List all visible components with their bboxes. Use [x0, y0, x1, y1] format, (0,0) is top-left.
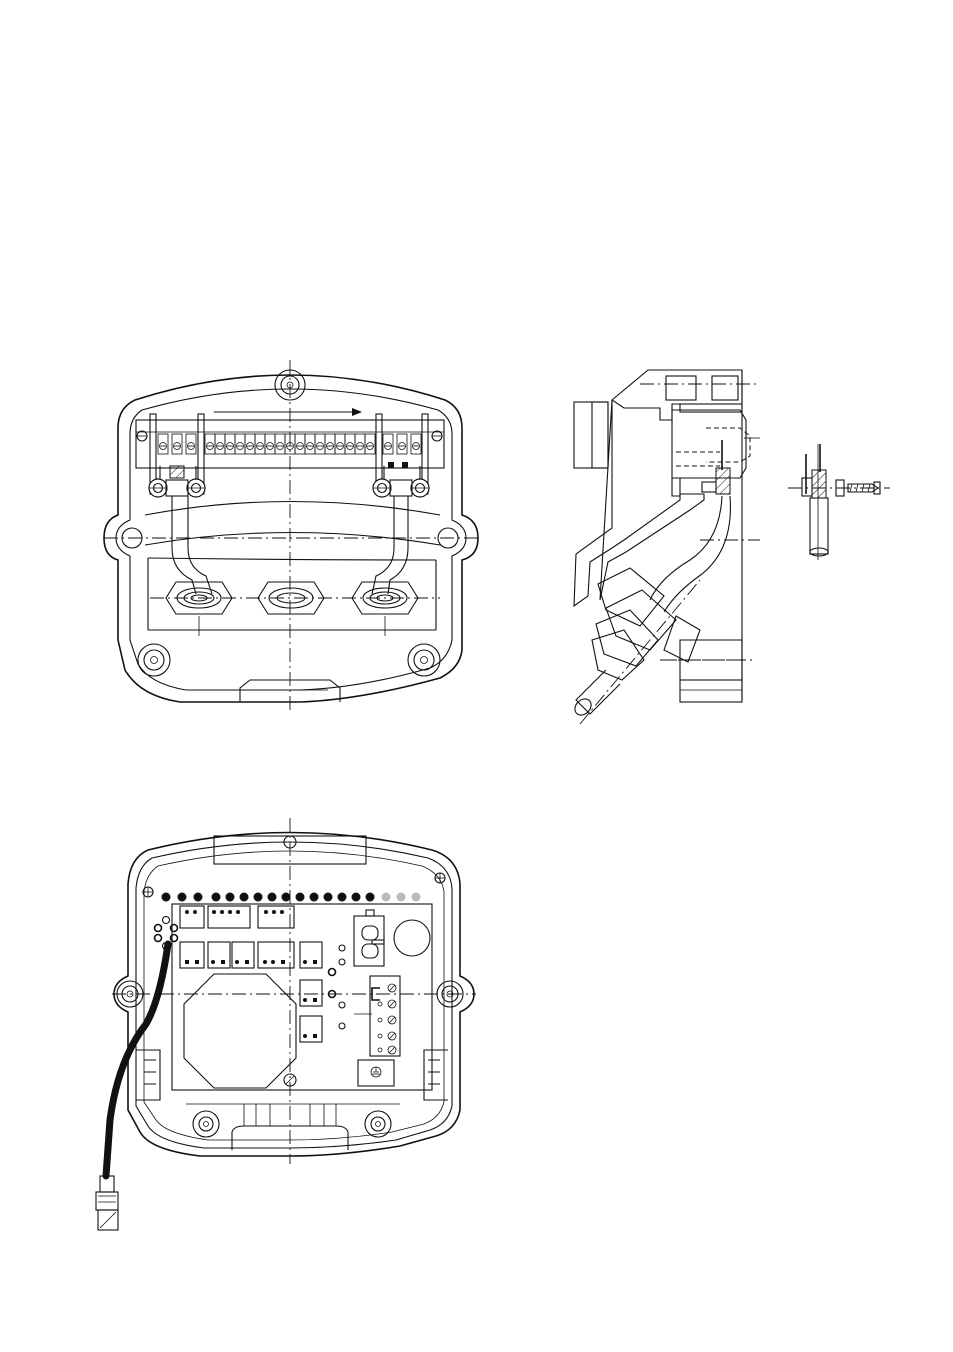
mount-boss-bottom-right	[408, 644, 440, 676]
octagon-component	[184, 974, 296, 1088]
section-cable-gland	[592, 568, 740, 680]
cable-shield-detail	[788, 444, 890, 560]
cable-gland-center	[258, 582, 324, 614]
coax-cable	[106, 944, 168, 1176]
housing-cross-section	[572, 370, 760, 724]
bnc-connector	[96, 1176, 118, 1230]
terminal-housing-top-view	[104, 360, 480, 712]
circuit-board-view	[96, 818, 476, 1230]
mount-boss-bottom-left	[138, 644, 170, 676]
connector-dot-row	[162, 893, 421, 902]
